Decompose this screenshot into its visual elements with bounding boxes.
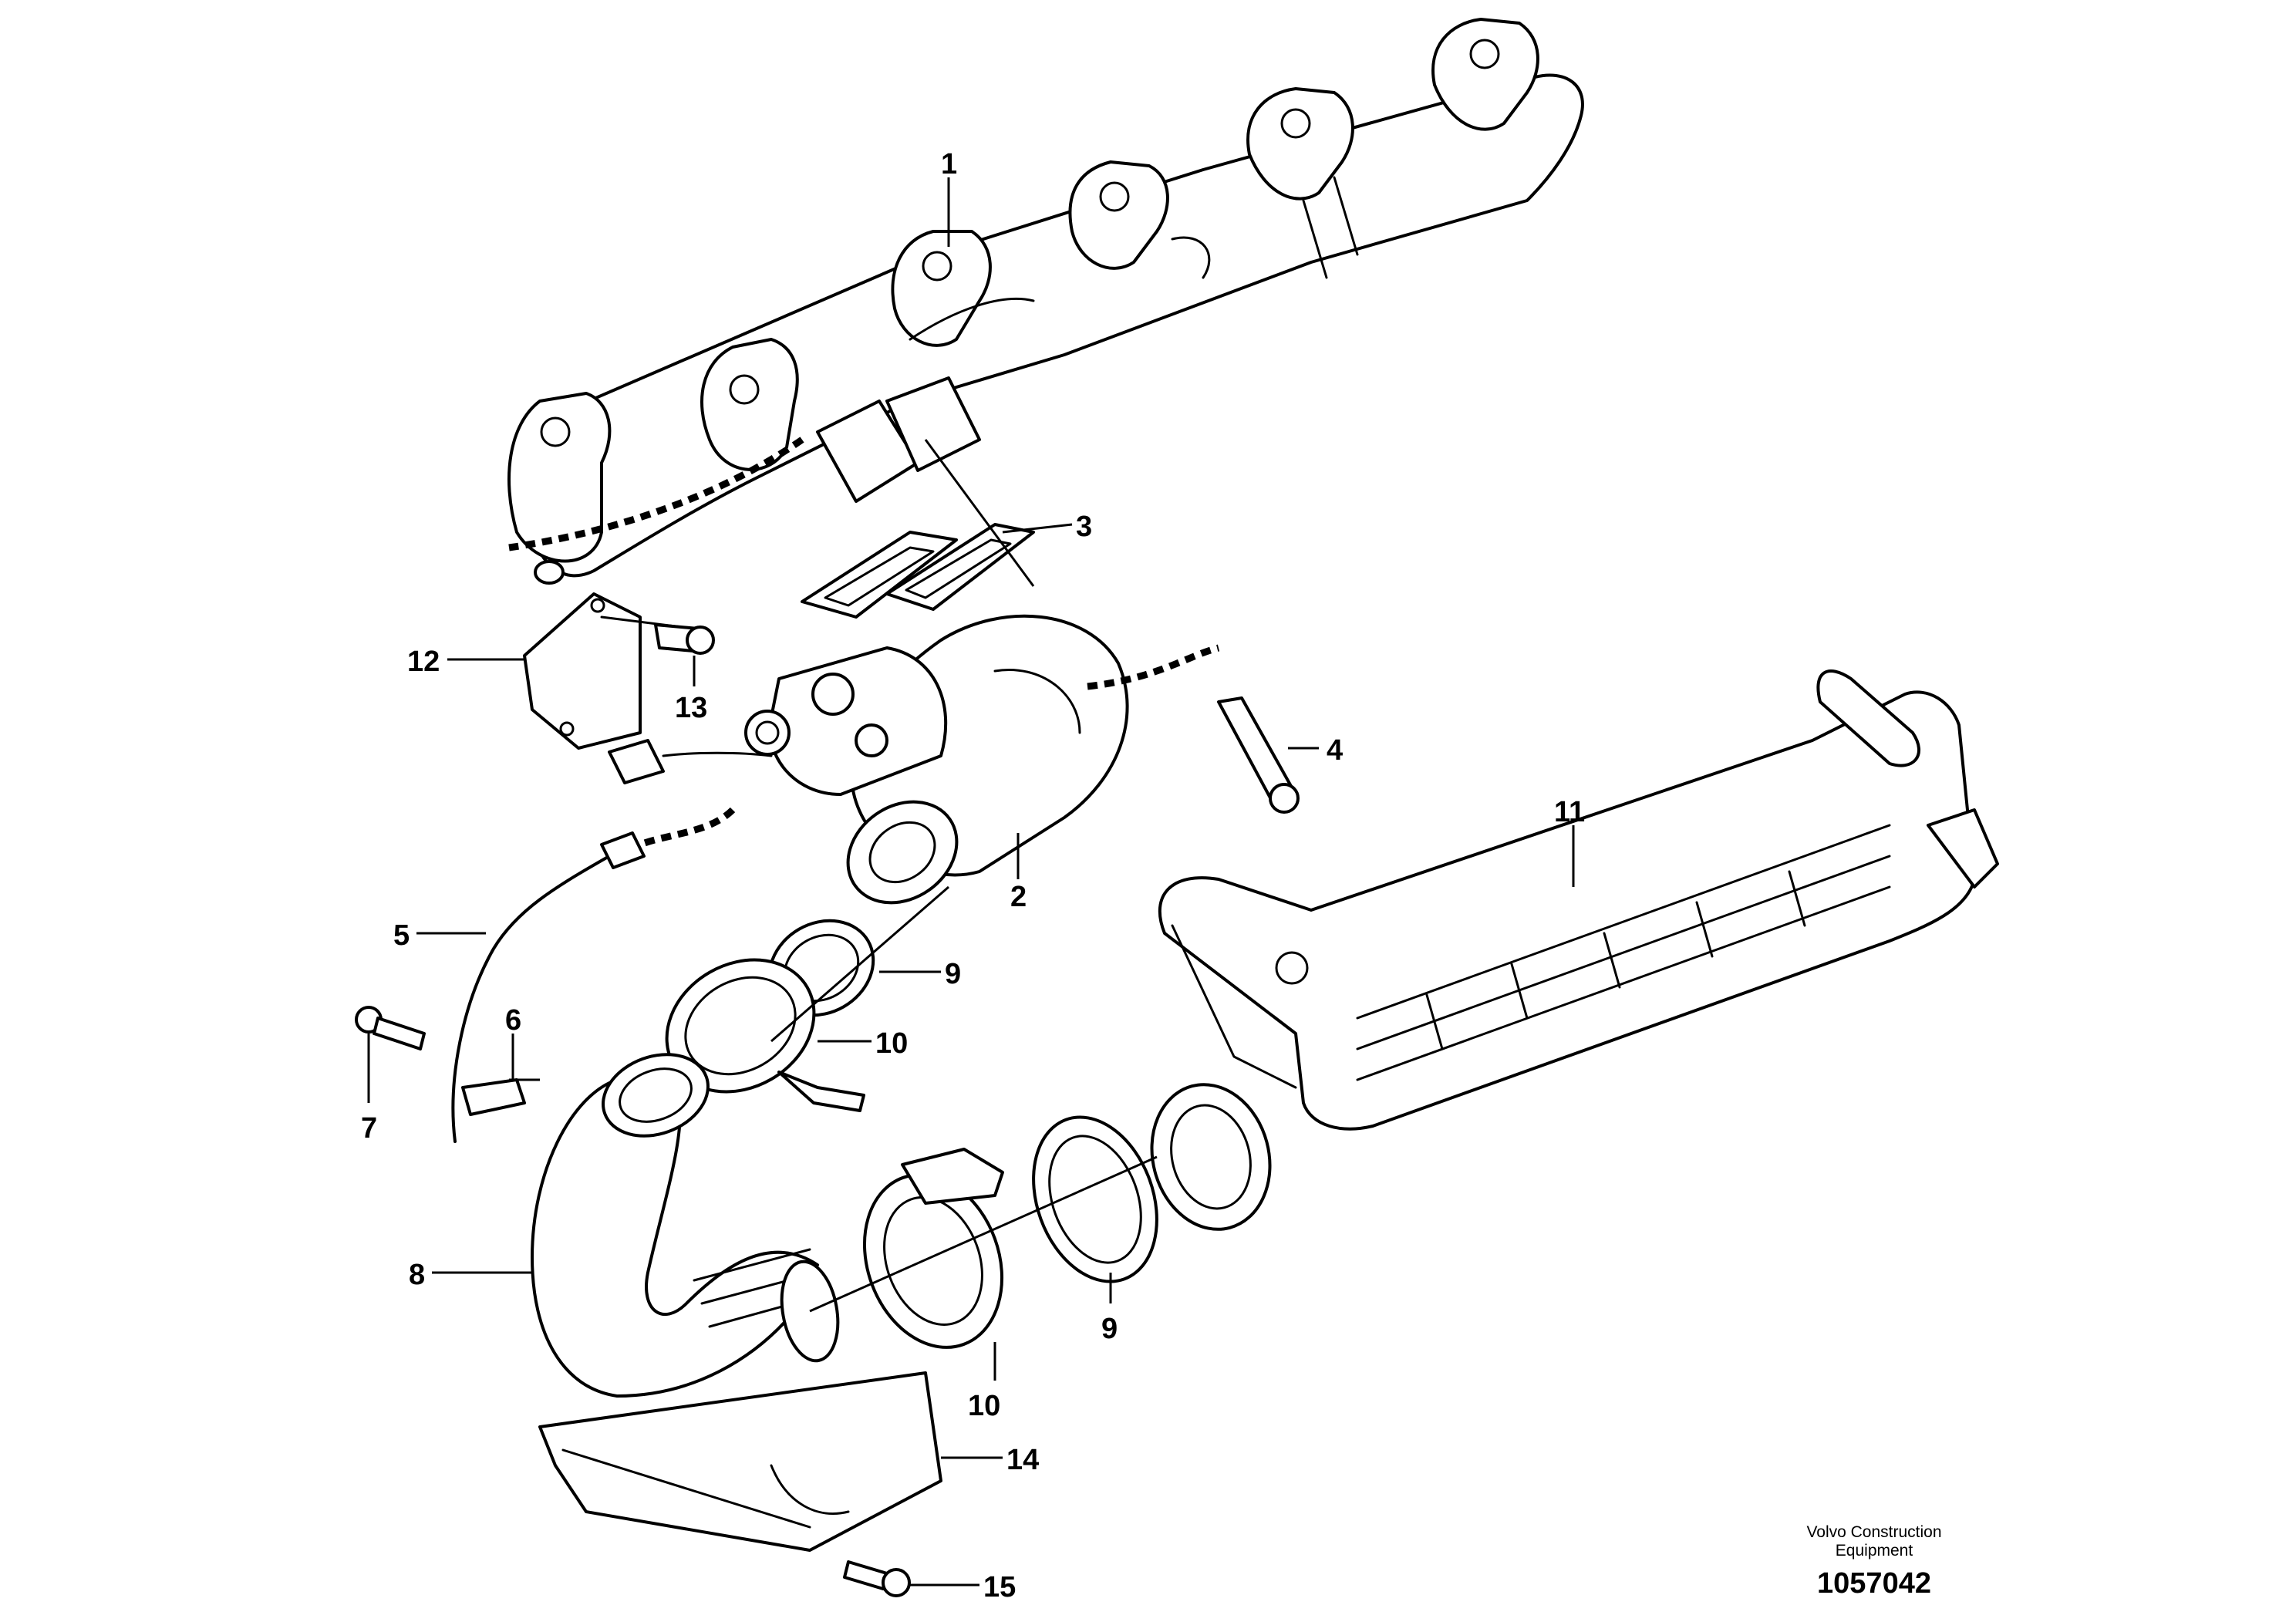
spacer-sleeve[interactable] (534, 560, 565, 585)
callout-6: 6 (505, 1004, 521, 1037)
v-clamp-10-lower[interactable] (841, 1148, 1025, 1367)
egr-cooler-11[interactable] (1136, 669, 1999, 1243)
callout-7: 7 (361, 1112, 377, 1145)
bolt-15[interactable] (843, 1560, 911, 1597)
egr-valve[interactable] (744, 614, 1129, 923)
callout-15: 15 (983, 1571, 1016, 1603)
callouts: 1 2 3 4 5 6 7 8 9 9 10 10 11 12 13 14 15 (361, 148, 1585, 1603)
brand-line-2: Equipment (1836, 1542, 1913, 1560)
callout-11: 11 (1554, 796, 1585, 828)
bolt-7[interactable] (355, 1006, 426, 1050)
callout-10-upper: 10 (875, 1027, 908, 1060)
gasket-9-lower[interactable] (1012, 1100, 1178, 1299)
assembly-lines (508, 437, 1220, 1313)
callout-3: 3 (1076, 511, 1092, 543)
sensor-cable[interactable] (608, 739, 773, 784)
pipe-5[interactable] (451, 831, 646, 1143)
callout-9-upper: 9 (945, 958, 961, 990)
callout-14: 14 (1006, 1444, 1039, 1476)
heat-shield-12[interactable] (523, 592, 642, 750)
callout-8: 8 (409, 1259, 425, 1291)
callout-12: 12 (407, 646, 440, 678)
drawing-number: 1057042 (1817, 1567, 1931, 1600)
callout-10-lower: 10 (968, 1390, 1000, 1422)
callout-2: 2 (1010, 881, 1027, 913)
bolt-13[interactable] (600, 615, 715, 655)
stud-4[interactable] (1217, 696, 1300, 814)
callout-13: 13 (675, 692, 707, 724)
egr-pipe-8[interactable] (531, 1040, 845, 1398)
v-clamp-10-upper[interactable] (642, 934, 865, 1118)
callout-1: 1 (941, 148, 957, 180)
footer: Volvo Construction Equipment 1057042 (1806, 1523, 1941, 1600)
exhaust-manifold[interactable] (507, 18, 1584, 578)
heat-shield-14[interactable] (538, 1371, 942, 1552)
brand-line-1: Volvo Construction (1806, 1523, 1941, 1541)
manifold-gaskets[interactable] (801, 523, 1035, 619)
callout-9-lower: 9 (1101, 1313, 1118, 1345)
callout-5: 5 (393, 919, 410, 952)
callout-leaders (367, 177, 1575, 1587)
callout-4: 4 (1327, 734, 1343, 767)
clip-6[interactable] (461, 1078, 526, 1116)
